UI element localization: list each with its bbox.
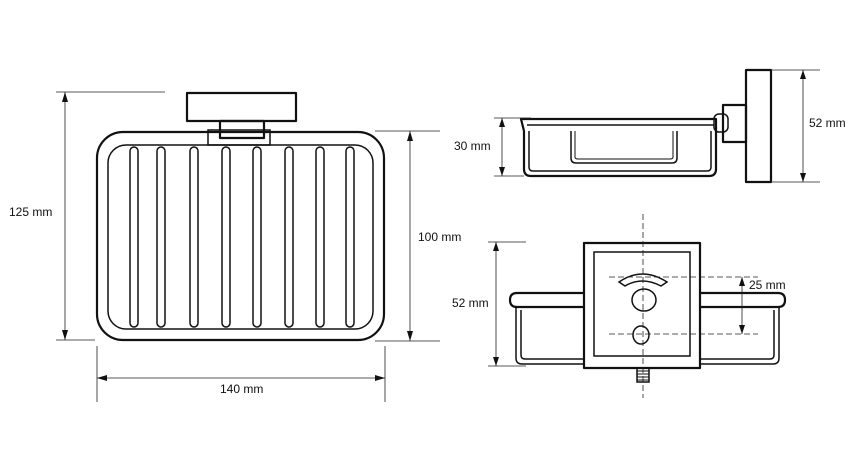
label-side-bracket: 52 mm: [809, 116, 846, 130]
rear-view: 25 mm 52 mm: [452, 214, 787, 398]
front-wall-mount: [185, 91, 298, 123]
dimension-basket-height: 100 mm: [375, 130, 461, 342]
rear-hole-top: [631, 288, 657, 312]
side-view: 30 mm 52 mm: [454, 68, 846, 184]
basket-inner-frame: [107, 144, 374, 330]
rear-tray: [508, 291, 583, 309]
dimension-front-height: 125 mm: [9, 91, 165, 341]
dimension-front-width: 140 mm: [96, 346, 386, 402]
label-rear-bracket: 52 mm: [452, 296, 489, 310]
basket-wires: [129, 146, 355, 328]
side-bracket: [721, 103, 748, 144]
rear-wall-plate: [582, 241, 702, 370]
rear-keyhole-slot: [617, 273, 669, 287]
label-side-depth: 30 mm: [454, 139, 491, 153]
basket-outer-frame: [95, 130, 386, 342]
label-hole-spacing: 25 mm: [749, 278, 786, 292]
side-knob: [713, 113, 729, 133]
dimension-rear-bracket: 52 mm: [452, 241, 526, 367]
rear-hole-bottom: [632, 325, 650, 345]
side-inner-dish: [570, 131, 678, 164]
dimension-hole-spacing: 25 mm: [739, 277, 786, 334]
side-wall-plate: [744, 68, 773, 184]
label-front-height: 125 mm: [9, 205, 52, 219]
rear-screw: [636, 367, 650, 383]
front-view: 125 mm 100 mm 140 mm: [9, 91, 461, 402]
label-front-width: 140 mm: [220, 382, 263, 396]
label-basket-height: 100 mm: [418, 230, 461, 244]
dimension-side-depth: 30 mm: [454, 117, 531, 177]
side-tray: [519, 117, 718, 178]
dimension-side-bracket: 52 mm: [771, 69, 846, 183]
